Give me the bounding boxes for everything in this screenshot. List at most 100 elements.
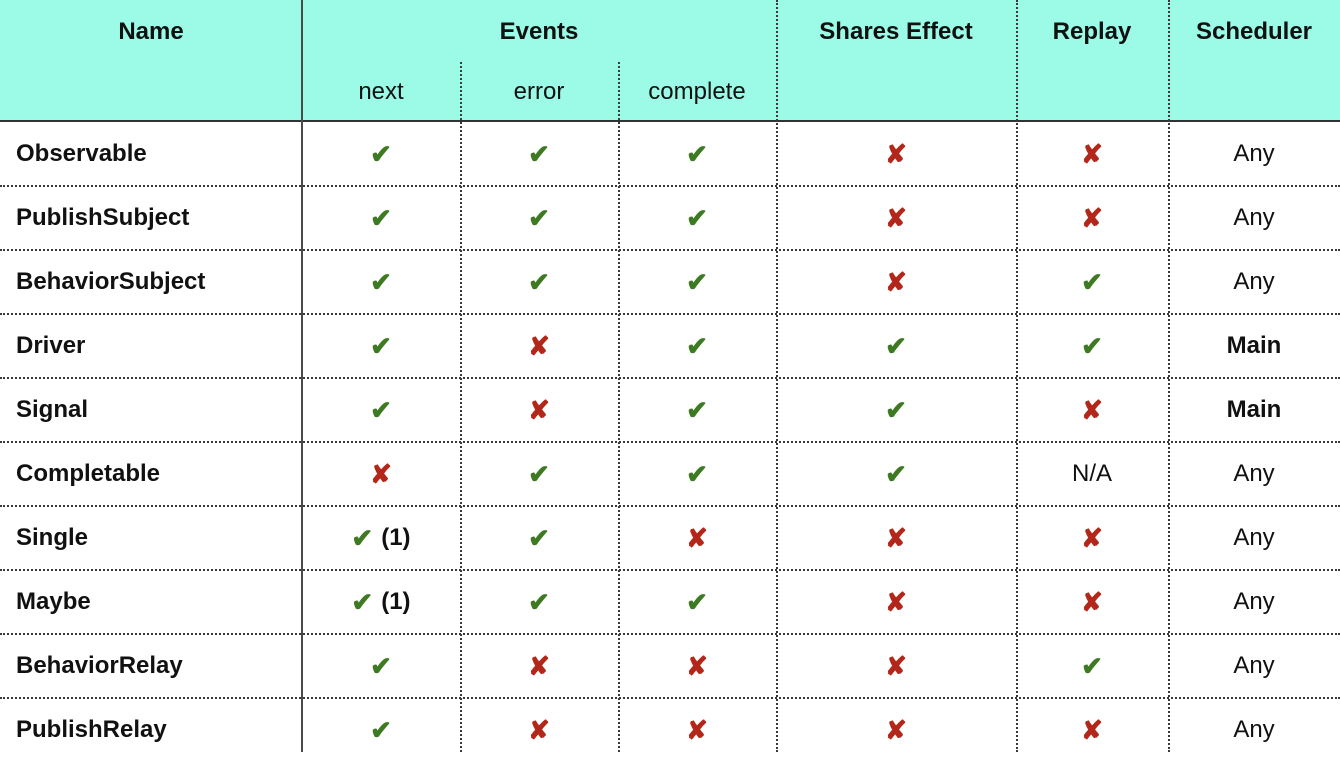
events-right-divider (776, 0, 778, 752)
next-cell: ✘ (302, 442, 460, 506)
header-events: Events (499, 18, 579, 45)
cross-icon: ✘ (885, 202, 907, 233)
header-name: Name (118, 18, 184, 45)
next-cell: ✔(1) (302, 506, 460, 570)
replay-right-divider (1168, 0, 1170, 752)
replay-cell: ✔ (1016, 634, 1168, 698)
subheader-next: next (358, 78, 404, 105)
cross-icon: ✘ (1081, 394, 1103, 425)
check-icon: ✔ (528, 138, 550, 169)
row-divider (0, 313, 1340, 315)
replay-cell: ✘ (1016, 506, 1168, 570)
table-row: BehaviorRelay✔✘✘✘✔Any (0, 634, 1340, 698)
next-cell: ✔ (302, 186, 460, 250)
row-name: Single (16, 524, 89, 551)
replay-cell: ✔ (1016, 314, 1168, 378)
row-name: BehaviorSubject (16, 268, 206, 295)
scheduler-cell: Any (1233, 652, 1275, 679)
cross-icon: ✘ (686, 522, 708, 553)
table-row: Observable✔✔✔✘✘Any (0, 122, 1340, 186)
error-cell: ✔ (460, 186, 618, 250)
shares-effect-cell: ✘ (776, 698, 1016, 762)
check-icon: ✔ (351, 586, 374, 617)
complete-cell: ✔ (618, 570, 776, 634)
error-cell: ✘ (460, 698, 618, 762)
cross-icon: ✘ (1081, 202, 1103, 233)
table-row: Single✔(1)✔✘✘✘Any (0, 506, 1340, 570)
complete-cell: ✔ (618, 122, 776, 186)
check-icon: ✔ (686, 330, 708, 361)
check-icon: ✔ (885, 458, 907, 489)
row-divider (0, 633, 1340, 635)
row-divider (0, 697, 1340, 699)
row-name: Maybe (16, 588, 91, 615)
replay-cell: ✘ (1016, 698, 1168, 762)
replay-text: N/A (1071, 460, 1112, 487)
subheader-complete: complete (648, 78, 746, 105)
row-divider (0, 569, 1340, 571)
complete-cell: ✔ (618, 250, 776, 314)
cross-icon: ✘ (1081, 586, 1103, 617)
complete-cell: ✔ (618, 314, 776, 378)
check-icon: ✔ (1081, 650, 1103, 681)
name-column-divider (301, 0, 303, 752)
cross-icon: ✘ (1081, 138, 1103, 169)
check-icon: ✔ (1081, 266, 1103, 297)
check-icon: ✔ (370, 650, 392, 681)
shares-effect-cell: ✔ (776, 378, 1016, 442)
row-divider (0, 505, 1340, 507)
check-icon: ✔ (686, 586, 708, 617)
shares-effect-cell: ✘ (776, 122, 1016, 186)
replay-cell: ✘ (1016, 122, 1168, 186)
row-name: Signal (16, 396, 89, 423)
check-icon: ✔ (528, 202, 550, 233)
check-icon: ✔ (686, 458, 708, 489)
check-icon: ✔ (686, 394, 708, 425)
check-icon: ✔ (686, 266, 708, 297)
table-header: Name Events Shares Effect Replay Schedul… (0, 0, 1340, 120)
error-cell: ✘ (460, 314, 618, 378)
cross-icon: ✘ (885, 714, 907, 745)
shares-effect-cell: ✘ (776, 634, 1016, 698)
error-cell: ✘ (460, 634, 618, 698)
table-row: Driver✔✘✔✔✔Main (0, 314, 1340, 378)
row-name: PublishSubject (16, 204, 190, 231)
complete-cell: ✘ (618, 506, 776, 570)
error-cell: ✘ (460, 378, 618, 442)
complete-cell: ✔ (618, 186, 776, 250)
check-icon: ✔ (370, 266, 392, 297)
header-scheduler: Scheduler (1195, 18, 1313, 45)
shares-effect-cell: ✘ (776, 570, 1016, 634)
error-cell: ✔ (460, 250, 618, 314)
header-divider (0, 120, 1340, 122)
cross-icon: ✘ (885, 650, 907, 681)
table-row: Signal✔✘✔✔✘Main (0, 378, 1340, 442)
footnote-ref: (1) (381, 588, 411, 615)
cross-icon: ✘ (686, 714, 708, 745)
complete-cell: ✘ (618, 698, 776, 762)
shares-right-divider (1016, 0, 1018, 752)
events-subdivider-2 (618, 62, 620, 752)
table-row: PublishRelay✔✘✘✘✘Any (0, 698, 1340, 762)
cross-icon: ✘ (528, 394, 550, 425)
next-cell: ✔ (1) (302, 570, 460, 634)
shares-effect-cell: ✘ (776, 506, 1016, 570)
check-icon: ✔ (1081, 330, 1103, 361)
footnote-ref: (1) (381, 524, 411, 551)
replay-cell: N/A (1016, 442, 1168, 506)
check-icon: ✔ (370, 330, 392, 361)
scheduler-cell: Any (1233, 716, 1275, 743)
check-icon: ✔ (528, 522, 550, 553)
scheduler-cell: Any (1233, 460, 1275, 487)
check-icon: ✔ (528, 266, 550, 297)
shares-effect-cell: ✔ (776, 314, 1016, 378)
replay-cell: ✔ (1016, 250, 1168, 314)
row-divider (0, 185, 1340, 187)
error-cell: ✔ (460, 442, 618, 506)
error-cell: ✔ (460, 506, 618, 570)
error-cell: ✔ (460, 122, 618, 186)
check-icon: ✔ (370, 202, 392, 233)
row-name: PublishRelay (16, 716, 167, 743)
cross-icon: ✘ (686, 650, 708, 681)
cross-icon: ✘ (885, 522, 907, 553)
